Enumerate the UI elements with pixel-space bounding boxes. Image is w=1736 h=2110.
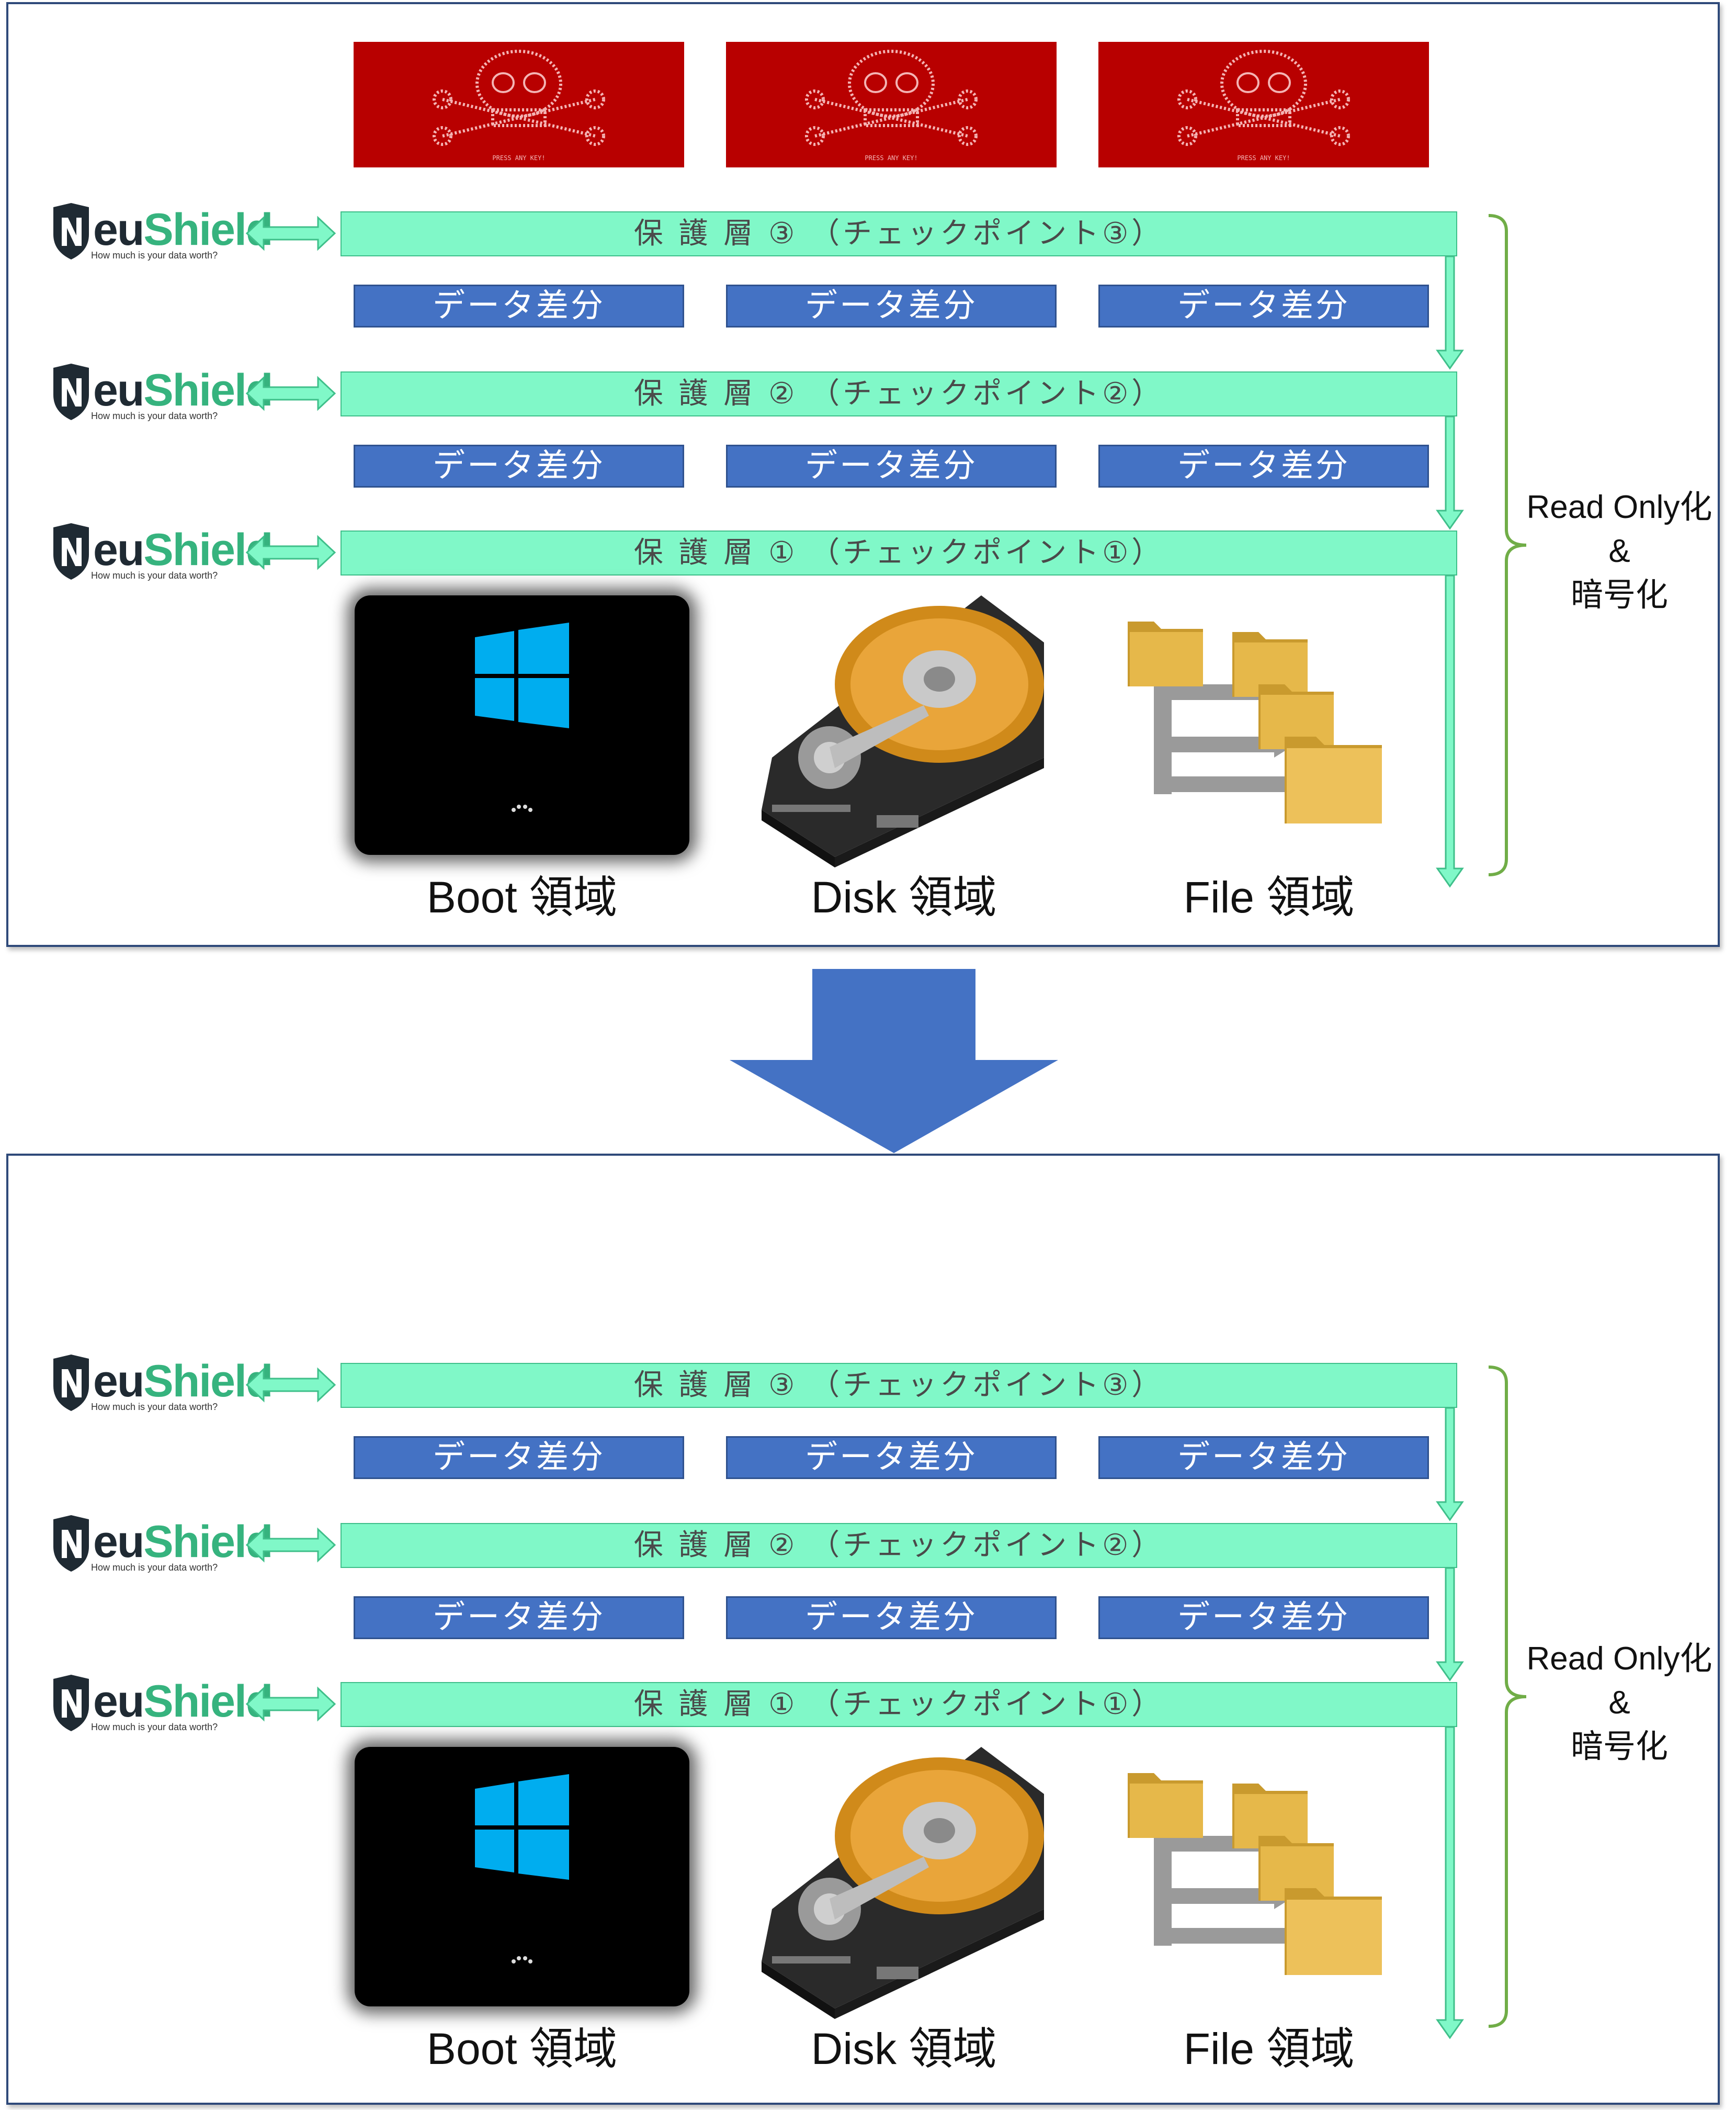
data-diff-box: データ差分	[1098, 285, 1429, 328]
connectors	[245, 1366, 1527, 2039]
logo-neu: eu	[93, 205, 144, 255]
data-diff-box: データ差分	[726, 445, 1057, 488]
neushield-logo: euShield How much is your data worth?	[50, 1675, 273, 1737]
double-arrow-icon	[245, 1527, 336, 1563]
data-diff-box: データ差分	[726, 285, 1057, 328]
region-label-file: File 領域	[1183, 2024, 1355, 2073]
neushield-logo: euShield How much is your data worth?	[50, 364, 273, 426]
logo-neu: eu	[93, 365, 144, 415]
side-label-line2: &	[1608, 533, 1630, 569]
skull-crossbones-icon: PRESS ANY KEY!	[1177, 50, 1350, 162]
logo-tagline: How much is your data worth?	[91, 1562, 218, 1573]
logo-tagline: How much is your data worth?	[91, 250, 218, 261]
data-diff-box: データ差分	[1098, 1436, 1429, 1479]
shield-icon	[53, 364, 89, 420]
boot-region-image	[355, 1747, 689, 2006]
disk-region-image	[751, 1736, 1054, 2019]
region-label-boot: Boot 領域	[426, 873, 618, 922]
protection-layer-2: 保 護 層 ② （チェックポイント②）	[341, 1523, 1457, 1568]
region-label-disk: Disk 領域	[811, 873, 997, 922]
region-label-boot: Boot 領域	[426, 2024, 618, 2073]
hard-disk-icon	[762, 595, 1044, 867]
region-label-file: File 領域	[1183, 873, 1355, 922]
logo-neu: eu	[93, 1676, 144, 1727]
file-region-image	[1128, 1763, 1421, 2009]
data-diff-box: データ差分	[1098, 1596, 1429, 1639]
data-diff-box: データ差分	[1098, 445, 1429, 488]
bracket	[1488, 1366, 1527, 2028]
protection-layer-1: 保 護 層 ① （チェックポイント①）	[341, 1682, 1457, 1727]
ransom-screen-boot: PRESS ANY KEY!	[354, 42, 684, 167]
bracket	[1488, 214, 1527, 876]
double-arrow-icon	[245, 1686, 336, 1722]
protection-layer-3: 保 護 層 ③ （チェックポイント③）	[341, 211, 1457, 256]
data-diff-box: データ差分	[726, 1596, 1057, 1639]
before-panel: PRESS ANY KEY! PRESS ANY KEY!	[6, 2, 1720, 947]
flow-arrow	[1436, 1407, 1464, 1521]
double-arrow-icon	[245, 1367, 336, 1403]
protection-layer-3: 保 護 層 ③ （チェックポイント③）	[341, 1363, 1457, 1408]
protection-layer-1: 保 護 層 ① （チェックポイント①）	[341, 531, 1457, 576]
after-panel: euShield How much is your data worth? eu…	[6, 1154, 1720, 2105]
data-diff-box: データ差分	[726, 1436, 1057, 1479]
skull-crossbones-icon: PRESS ANY KEY!	[433, 50, 605, 162]
flow-arrow	[1436, 1726, 1464, 2039]
file-region-image	[1128, 611, 1421, 857]
disk-region-image	[751, 585, 1054, 867]
side-label: Read Only化 & 暗号化	[1515, 1637, 1724, 1769]
skull-crossbones-icon: PRESS ANY KEY!	[805, 50, 978, 162]
ransom-screen-file: PRESS ANY KEY!	[1098, 42, 1429, 167]
flow-arrow	[1436, 1567, 1464, 1682]
logo-neu: eu	[93, 1517, 144, 1567]
protection-layer-2: 保 護 層 ② （チェックポイント②）	[341, 371, 1457, 416]
windows-logo-icon	[475, 623, 569, 812]
side-label-line1: Read Only化	[1526, 489, 1712, 525]
side-label-line3: 暗号化	[1570, 577, 1668, 613]
ransom-screen-disk: PRESS ANY KEY!	[726, 42, 1057, 167]
data-diff-box: データ差分	[354, 1436, 684, 1479]
ransom-caption: PRESS ANY KEY!	[865, 154, 917, 162]
logo-neu: eu	[93, 525, 144, 575]
double-arrow-icon	[245, 216, 336, 251]
double-arrow-icon	[245, 535, 336, 570]
neushield-logo: euShield How much is your data worth?	[50, 1515, 273, 1578]
region-label-disk: Disk 領域	[811, 2024, 997, 2073]
flow-arrow	[1436, 574, 1464, 888]
folder-tree-icon	[1128, 1773, 1382, 1975]
flow-arrow	[1436, 415, 1464, 530]
flow-arrow	[1436, 255, 1464, 370]
side-label: Read Only化 & 暗号化	[1515, 486, 1724, 617]
data-diff-box: データ差分	[354, 285, 684, 328]
data-diff-box: データ差分	[354, 1596, 684, 1639]
side-label-line2: &	[1608, 1685, 1630, 1721]
shield-icon	[53, 1355, 89, 1411]
shield-icon	[53, 1515, 89, 1572]
shield-icon	[53, 203, 89, 259]
shield-icon	[53, 523, 89, 580]
double-arrow-icon	[245, 376, 336, 411]
logo-neu: eu	[93, 1356, 144, 1406]
logo-tagline: How much is your data worth?	[91, 1722, 218, 1732]
connectors	[245, 214, 1527, 888]
logo-tagline: How much is your data worth?	[91, 1402, 218, 1412]
side-label-line3: 暗号化	[1570, 1729, 1668, 1765]
folder-tree-icon	[1128, 622, 1382, 823]
shield-icon	[53, 1675, 89, 1731]
ransom-caption: PRESS ANY KEY!	[492, 154, 545, 162]
logo-tagline: How much is your data worth?	[91, 411, 218, 421]
logo-tagline: How much is your data worth?	[91, 570, 218, 581]
hard-disk-icon	[762, 1747, 1044, 2019]
ransom-caption: PRESS ANY KEY!	[1237, 154, 1290, 162]
data-diff-box: データ差分	[354, 445, 684, 488]
boot-region-image	[355, 595, 689, 855]
side-label-line1: Read Only化	[1526, 1641, 1712, 1677]
windows-logo-icon	[475, 1774, 569, 1964]
